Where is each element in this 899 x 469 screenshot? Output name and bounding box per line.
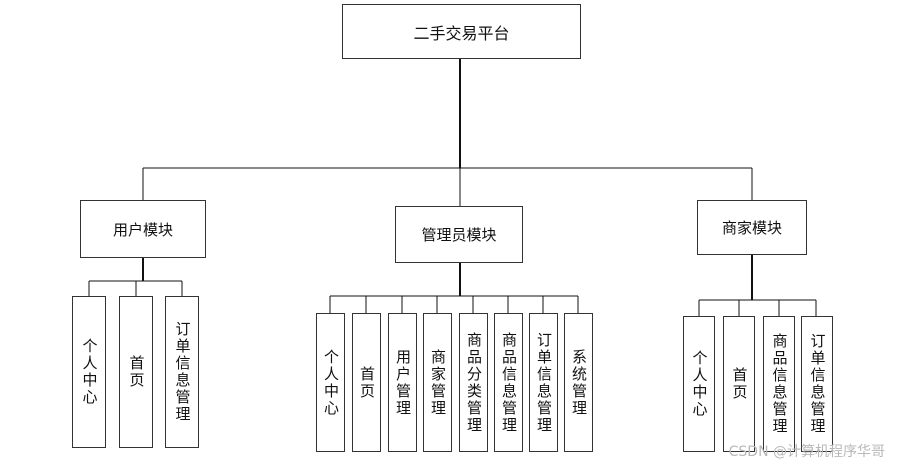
admin-child-label: 商品分类管理 xyxy=(465,331,483,434)
admin-child-label: 用户管理 xyxy=(394,348,412,417)
admin-child-node: 订单信息管理 xyxy=(529,313,558,452)
root-label: 二手交易平台 xyxy=(413,23,510,43)
admin-module-label: 管理员模块 xyxy=(421,226,497,244)
user-module-label: 用户模块 xyxy=(112,220,173,239)
merchant-child-label: 商品信息管理 xyxy=(770,333,789,435)
user-child-node: 个人中心 xyxy=(72,296,106,448)
merchant-module-label: 商家模块 xyxy=(721,219,782,237)
merchant-child-label: 个人中心 xyxy=(690,350,709,418)
admin-child-label: 系统管理 xyxy=(570,348,588,417)
user-child-node: 订单信息管理 xyxy=(165,296,199,448)
admin-child-node: 个人中心 xyxy=(316,313,345,452)
admin-child-label: 商品信息管理 xyxy=(500,331,518,434)
admin-child-node: 用户管理 xyxy=(388,313,417,452)
admin-child-node: 系统管理 xyxy=(564,313,593,452)
user-child-label: 首页 xyxy=(127,355,146,389)
user-child-label: 订单信息管理 xyxy=(173,321,192,423)
admin-child-label: 首页 xyxy=(358,365,376,400)
admin-child-node: 商品分类管理 xyxy=(459,313,488,452)
watermark: CSDN @计算机程序华哥 xyxy=(728,444,885,460)
admin-child-label: 个人中心 xyxy=(322,348,340,417)
merchant-child-node: 商品信息管理 xyxy=(763,316,795,452)
user-child-label: 个人中心 xyxy=(80,338,99,406)
merchant-child-label: 订单信息管理 xyxy=(808,333,827,435)
admin-child-node: 首页 xyxy=(352,313,381,452)
merchant-child-node: 个人中心 xyxy=(683,316,715,452)
admin-child-label: 商家管理 xyxy=(429,348,447,417)
root-node: 二手交易平台 xyxy=(342,4,581,59)
admin-child-node: 商家管理 xyxy=(423,313,452,452)
admin-child-label: 订单信息管理 xyxy=(535,331,553,434)
merchant-child-label: 首页 xyxy=(730,367,749,401)
merchant-module-node: 商家模块 xyxy=(697,200,807,255)
admin-module-node: 管理员模块 xyxy=(395,206,523,263)
user-child-node: 首页 xyxy=(119,296,153,448)
merchant-child-node: 首页 xyxy=(723,316,755,452)
merchant-child-node: 订单信息管理 xyxy=(801,316,833,452)
admin-child-node: 商品信息管理 xyxy=(494,313,523,452)
user-module-node: 用户模块 xyxy=(80,200,206,258)
